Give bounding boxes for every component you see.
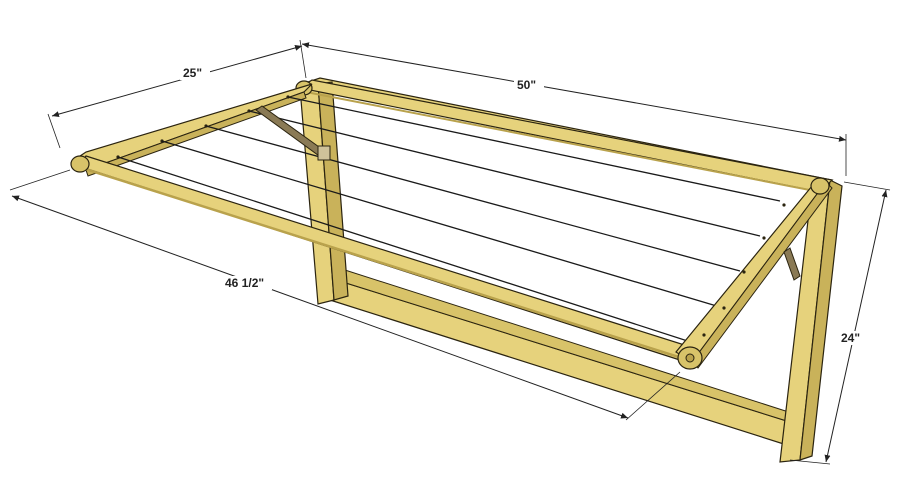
wire-5 (287, 96, 781, 202)
hinge-bracket-right (783, 247, 801, 281)
dim-line-rod (11, 195, 629, 419)
dim-label-depth: 25" (183, 66, 202, 80)
drop-arm-left (72, 83, 313, 177)
dim-line-height (824, 189, 888, 463)
dimension-lines (9, 39, 891, 465)
dim-label-width: 50" (517, 78, 536, 92)
drop-arm-right (675, 177, 833, 370)
back-rod (295, 79, 834, 193)
dim-label-rod-length: 46 1/2" (225, 276, 264, 290)
front-rod (70, 155, 695, 363)
dim-line-depth (51, 44, 303, 118)
dim-line-width (301, 42, 847, 142)
dim-label-height: 24" (841, 331, 860, 345)
